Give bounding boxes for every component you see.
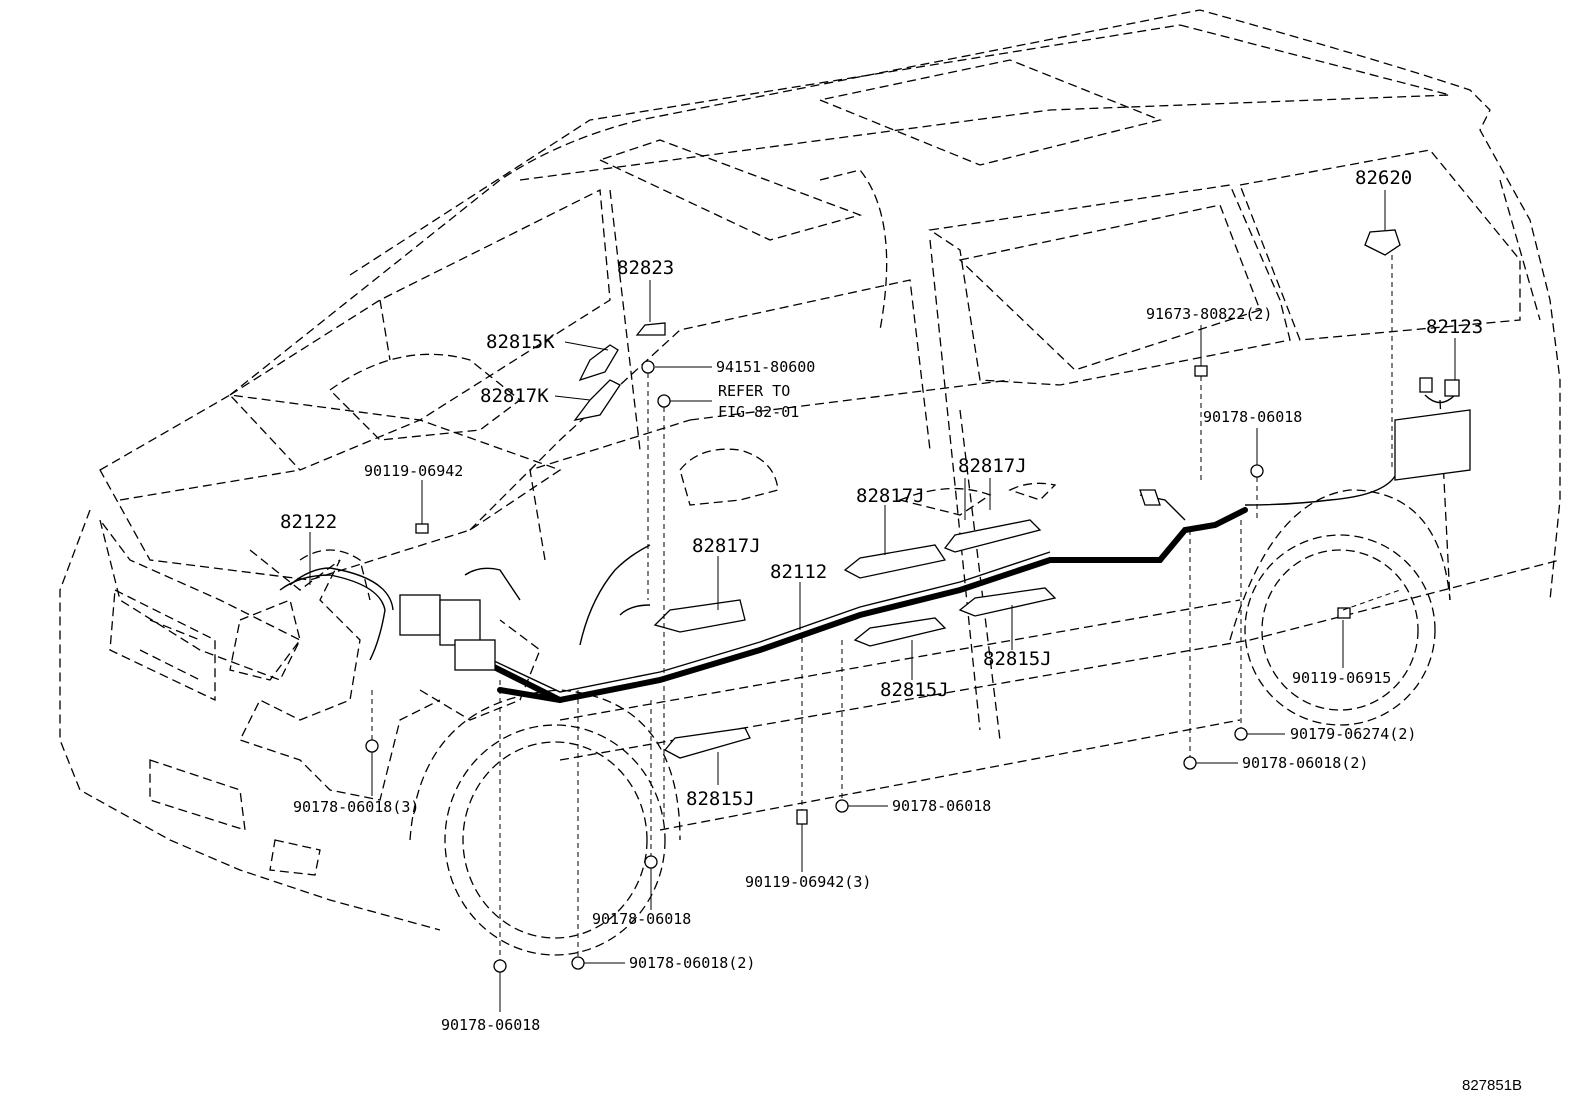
battery-icon bbox=[1394, 409, 1471, 481]
nut-icon bbox=[1183, 756, 1197, 770]
label-90178-06018-2-front: 90178-06018(2) bbox=[629, 954, 755, 972]
bracket-icon bbox=[663, 727, 751, 759]
label-82112: 82112 bbox=[770, 561, 827, 583]
nut-icon bbox=[1250, 464, 1264, 478]
label-90119-06942: 90119-06942 bbox=[364, 462, 463, 480]
label-82823: 82823 bbox=[617, 257, 674, 279]
bracket-icon bbox=[653, 599, 746, 633]
label-90179-06274: 90179-06274(2) bbox=[1290, 725, 1416, 743]
battery-cable-harness bbox=[279, 469, 1399, 704]
label-90178-06018-bottom: 90178-06018 bbox=[441, 1016, 540, 1034]
label-82123: 82123 bbox=[1426, 316, 1483, 338]
label-82817k: 82817K bbox=[480, 385, 549, 407]
bolt-icon bbox=[1337, 607, 1351, 619]
label-90178-06018-front: 90178-06018 bbox=[592, 910, 691, 928]
nut-icon bbox=[571, 956, 585, 970]
bolt-icon bbox=[415, 523, 429, 534]
label-90119-06915: 90119-06915 bbox=[1292, 669, 1391, 687]
label-82817j-top: 82817J bbox=[958, 455, 1027, 477]
nut-icon bbox=[657, 394, 671, 408]
bracket-icon bbox=[843, 544, 947, 579]
label-82122: 82122 bbox=[280, 511, 337, 533]
label-90178-06018-3: 90178-06018(3) bbox=[293, 798, 419, 816]
nut-icon bbox=[644, 855, 658, 869]
relay-icon bbox=[1364, 229, 1401, 256]
bolt-icon bbox=[796, 809, 808, 825]
bracket-icon bbox=[943, 519, 1042, 553]
vehicle-body-outline bbox=[59, 9, 1561, 956]
label-refer-to: REFER TO bbox=[718, 382, 790, 400]
bracket-icon bbox=[853, 617, 947, 647]
label-fig-82-01: FIG 82-01 bbox=[718, 403, 799, 421]
label-82815j-right: 82815J bbox=[983, 648, 1052, 670]
label-90178-06018-rear: 90178-06018 bbox=[1203, 408, 1302, 426]
diagram-reference-code: 827851B bbox=[1462, 1077, 1522, 1094]
label-94151-80600: 94151-80600 bbox=[716, 358, 815, 376]
leader-lines bbox=[309, 190, 1456, 1012]
clip-icon bbox=[573, 379, 621, 421]
bracket-icon bbox=[958, 587, 1057, 617]
nut-icon bbox=[835, 799, 849, 813]
nut-icon bbox=[493, 959, 507, 973]
clip-icon bbox=[635, 322, 666, 336]
rear-components bbox=[1139, 229, 1471, 506]
bolt-icon bbox=[1194, 365, 1208, 377]
label-82817j-left: 82817J bbox=[692, 535, 761, 557]
protectors bbox=[573, 322, 1057, 759]
nut-icon bbox=[1234, 727, 1248, 741]
label-90119-06942-3: 90119-06942(3) bbox=[745, 873, 871, 891]
label-82815k: 82815K bbox=[486, 331, 555, 353]
label-82817j-mid: 82817J bbox=[856, 485, 925, 507]
part-labels: 82823 82815K 94151-80600 82817K REFER TO… bbox=[280, 167, 1522, 1094]
label-90178-06018-2-rear: 90178-06018(2) bbox=[1242, 754, 1368, 772]
fuse-box-icon bbox=[399, 594, 441, 636]
nut-icon bbox=[641, 360, 655, 374]
label-82815j-left: 82815J bbox=[686, 788, 755, 810]
label-90178-06018-sill: 90178-06018 bbox=[892, 797, 991, 815]
label-91673-80822: 91673-80822(2) bbox=[1146, 305, 1272, 323]
label-82620: 82620 bbox=[1355, 167, 1412, 189]
clip-icon bbox=[578, 344, 619, 382]
label-82815j-mid: 82815J bbox=[880, 679, 949, 701]
nut-icon bbox=[365, 739, 379, 753]
